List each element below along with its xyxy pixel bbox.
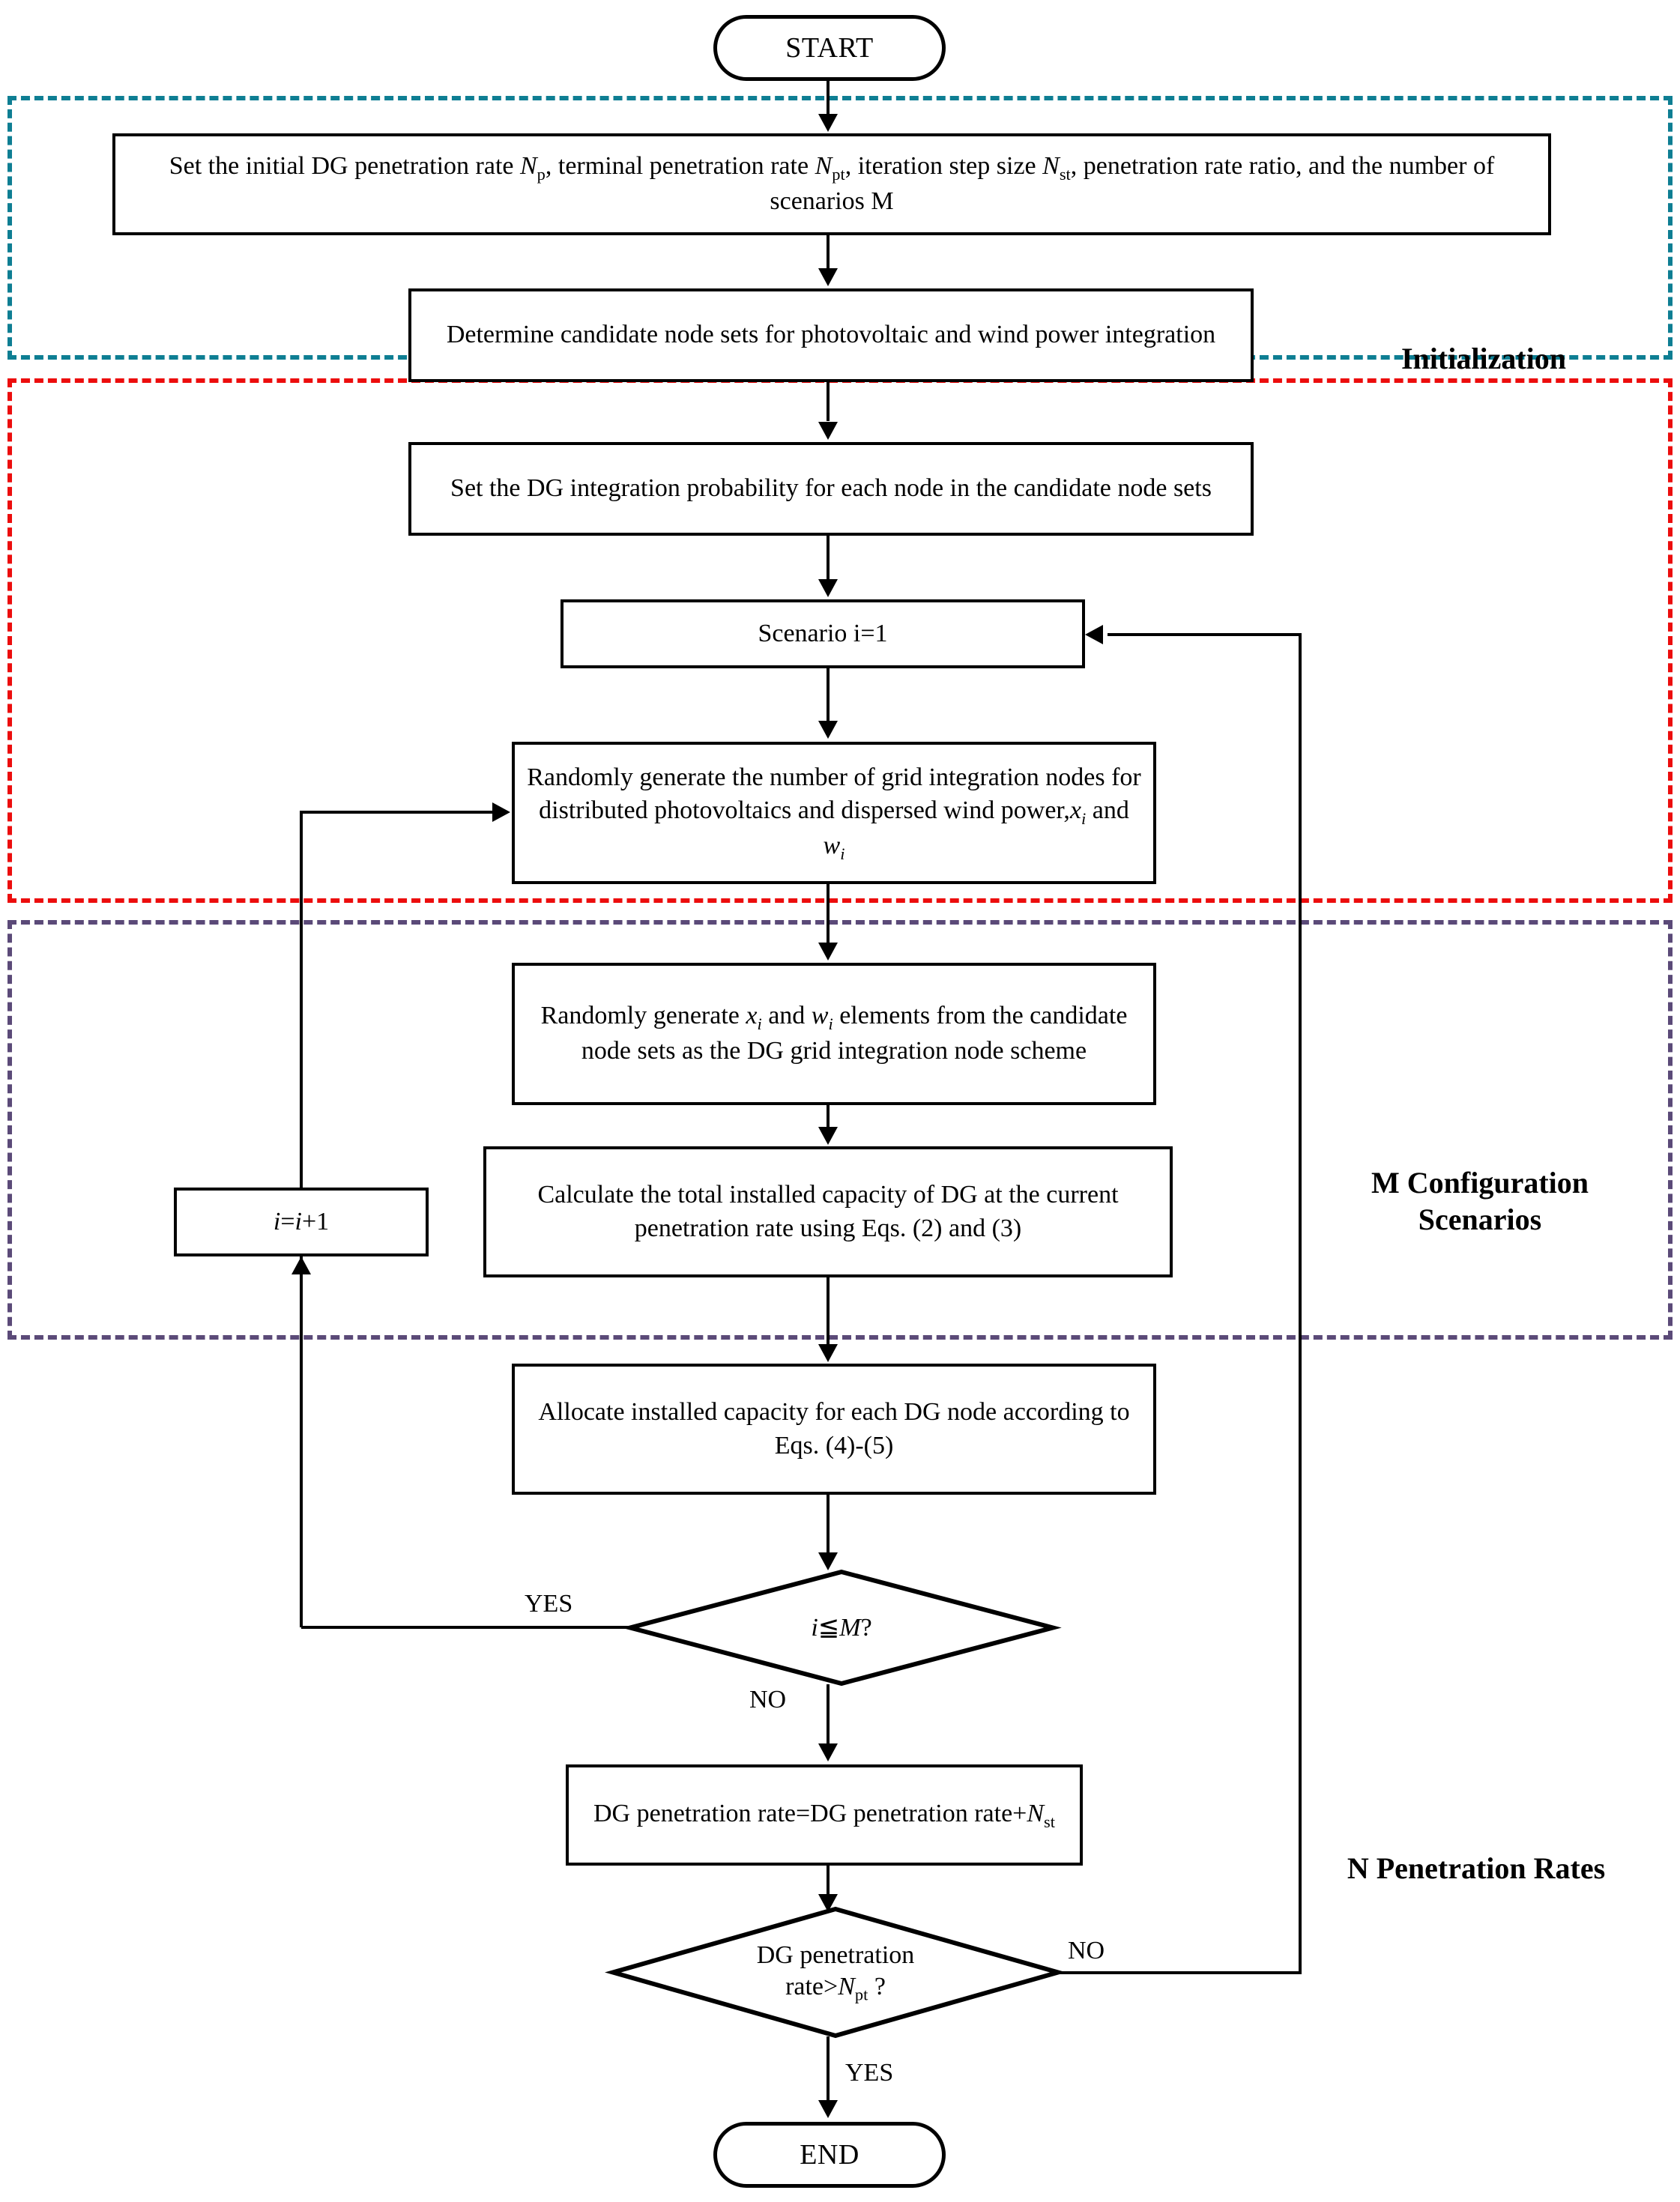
node-increase-rate-text: DG penetration rate=DG penetration rate+…: [593, 1800, 1055, 1831]
edge-candidate-to-probability: [827, 382, 830, 421]
node-allocate-capacity-text: Allocate installed capacity for each DG …: [538, 1398, 1130, 1460]
group-label-initialization: Initialization: [1400, 342, 1567, 375]
edge-increase-rate-to-decision: [827, 1866, 830, 1897]
node-random-counts: Randomly generate the number of grid int…: [512, 742, 1156, 884]
edge-rate-no-vertical: [1299, 633, 1302, 1973]
arrowhead-decision-no-to-increase-rate: [818, 1743, 838, 1761]
decision-loop-check: i≦M?: [621, 1569, 1062, 1687]
edge-scenario-to-random-counts: [827, 668, 830, 722]
arrowhead-elements-to-calc: [818, 1127, 838, 1145]
edge-rate-no-return-horizontal: [1108, 633, 1300, 636]
node-calc-capacity-text: Calculate the total installed capacity o…: [537, 1181, 1119, 1242]
node-calc-capacity: Calculate the total installed capacity o…: [483, 1146, 1173, 1277]
edge-rate-no-horizontal: [1057, 1971, 1302, 1974]
group-label-penetration: N Penetration Rates: [1347, 1851, 1606, 1885]
group-label-scenarios: M Configuration Scenarios: [1371, 1166, 1589, 1236]
arrowhead-random-counts-to-elements: [818, 943, 838, 961]
node-scenario-init: Scenario i=1: [560, 599, 1085, 668]
node-candidate-sets-text: Determine candidate node sets for photov…: [446, 321, 1216, 349]
node-allocate-capacity: Allocate installed capacity for each DG …: [512, 1364, 1156, 1495]
node-set-probability-text: Set the DG integration probability for e…: [450, 474, 1212, 503]
arrowhead-probability-to-scenario: [818, 579, 838, 597]
arrowhead-params-to-candidate: [818, 268, 838, 286]
edge-calc-to-allocate: [827, 1277, 830, 1346]
edge-start-to-params: [827, 81, 830, 117]
node-set-parameters: Set the initial DG penetration rate Np, …: [112, 133, 1551, 235]
edge-increment-to-loop-vertical: [300, 811, 303, 1189]
arrowhead-rate-no-to-scenario: [1085, 625, 1103, 644]
arrowhead-rate-yes-to-end: [818, 2100, 838, 2118]
end-label: END: [800, 2139, 859, 2171]
node-random-elements: Randomly generate xi and wi elements fro…: [512, 963, 1156, 1105]
node-random-counts-text: Randomly generate the number of grid int…: [527, 763, 1141, 863]
edge-label-loop-no: NO: [749, 1686, 787, 1713]
node-candidate-sets: Determine candidate node sets for photov…: [408, 288, 1254, 382]
arrowhead-scenario-to-random-counts: [818, 721, 838, 739]
group-frame-penetration: [7, 920, 1673, 1340]
node-increment-counter: i=i+1: [174, 1188, 429, 1256]
edge-label-rate-no: NO: [1068, 1937, 1105, 1964]
node-set-probability: Set the DG integration probability for e…: [408, 442, 1254, 536]
node-random-elements-text: Randomly generate xi and wi elements fro…: [540, 1002, 1128, 1065]
arrowhead-candidate-to-probability: [818, 422, 838, 440]
node-increase-rate: DG penetration rate=DG penetration rate+…: [566, 1764, 1083, 1866]
edge-elements-to-calc: [827, 1105, 830, 1129]
arrowhead-calc-to-allocate: [818, 1344, 838, 1362]
node-set-parameters-text: Set the initial DG penetration rate Np, …: [169, 152, 1495, 216]
end-terminator: END: [713, 2122, 946, 2188]
arrowhead-decision-yes-to-increment: [291, 1256, 311, 1274]
edge-decision-yes-horizontal: [301, 1626, 631, 1629]
edge-label-rate-yes: YES: [845, 2059, 894, 2087]
edge-increment-to-loop-horizontal: [300, 811, 493, 814]
edge-label-loop-yes: YES: [525, 1590, 573, 1618]
arrowhead-start-to-params: [818, 114, 838, 132]
arrowhead-increment-to-random-counts: [492, 802, 510, 822]
node-increment-counter-text: i=i+1: [273, 1207, 330, 1235]
edge-params-to-candidate: [827, 235, 830, 270]
edge-probability-to-scenario: [827, 536, 830, 579]
arrowhead-allocate-to-decision: [818, 1552, 838, 1570]
edge-decision-no-to-increase-rate: [827, 1684, 830, 1746]
start-label: START: [785, 32, 874, 64]
edge-decision-yes-vertical: [300, 1256, 303, 1627]
edge-random-counts-to-elements: [827, 884, 830, 944]
edge-rate-yes-to-end: [827, 2036, 830, 2102]
node-scenario-init-text: Scenario i=1: [758, 619, 888, 647]
edge-allocate-to-decision: [827, 1495, 830, 1555]
start-terminator: START: [713, 15, 946, 81]
